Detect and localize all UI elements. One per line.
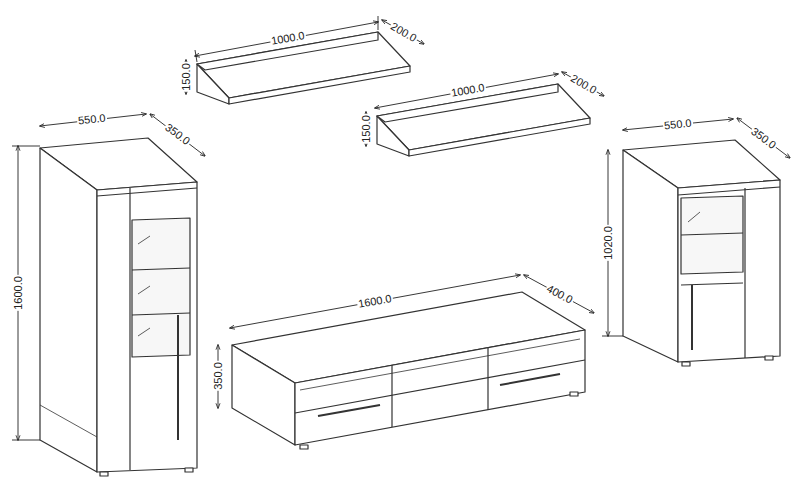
dimension-label: 200.0 — [388, 19, 420, 44]
dimension-label: 350.0 — [212, 361, 224, 391]
dimension-label: 400.0 — [544, 282, 576, 306]
dimension-label: 550.0 — [663, 116, 694, 131]
dimension-label: 350.0 — [749, 124, 780, 151]
dimension-label: 1600.0 — [356, 292, 393, 310]
dimension-label: 150.0 — [180, 62, 192, 92]
dimension-label: 1600.0 — [12, 275, 24, 311]
dimension-label: 1000.0 — [449, 81, 486, 99]
dimension-label: 150.0 — [360, 114, 372, 144]
dimension-label: 200.0 — [568, 71, 600, 96]
dimension-label: 1020.0 — [602, 225, 614, 261]
dimension-label: 1000.0 — [269, 29, 306, 47]
dimension-label: 350.0 — [163, 120, 194, 147]
dimension-label: 550.0 — [77, 111, 108, 126]
